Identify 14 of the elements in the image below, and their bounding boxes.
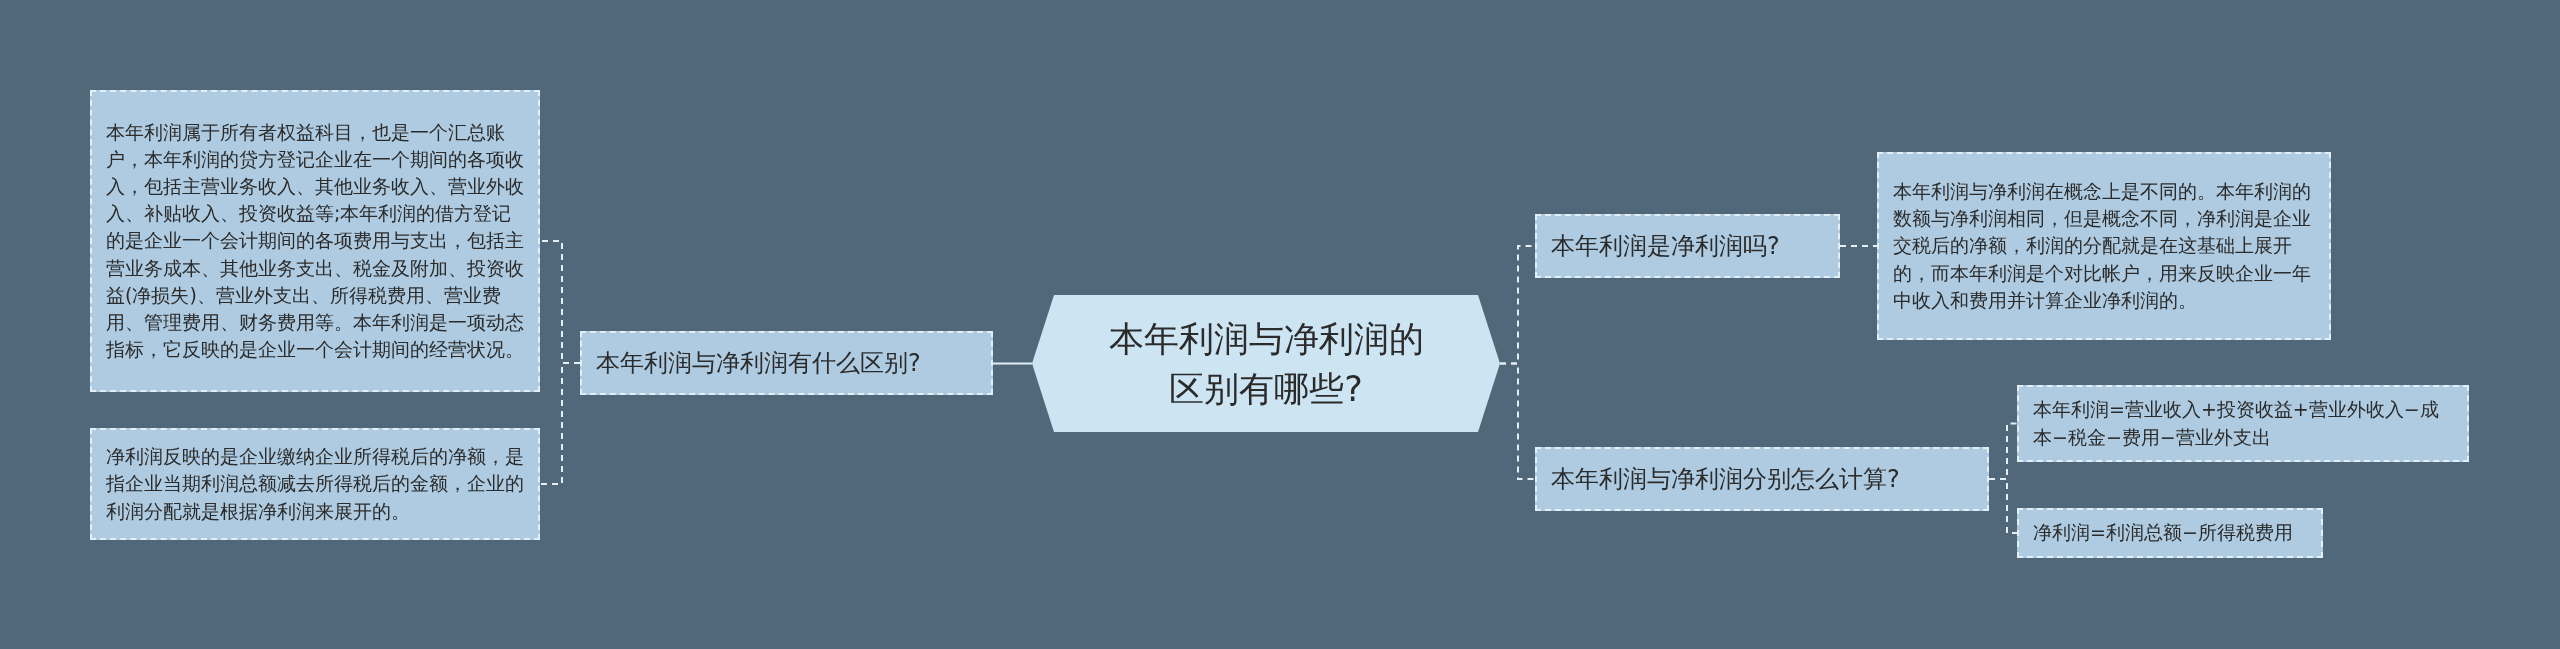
connector-line (992, 362, 1033, 365)
connector-line (1499, 362, 1536, 480)
topic-hexagon: 本年利润与净利润的区别有哪些? (1032, 295, 1500, 432)
topic-box: 本年利润=营业收入+投资收益+营业外收入−成本−税金−费用−营业外支出 (2017, 385, 2469, 462)
topic-box: 净利润反映的是企业缴纳企业所得税后的净额，是指企业当期利润总额减去所得税后的金额，企业的利润分配就是根据净利润来展开的。 (90, 428, 540, 540)
topic-box: 本年利润与净利润在概念上是不同的。本年利润的数额与净利润相同，但是概念不同，净利润是企业交税后的净额，利润的分配就是在这基础上展开的，而本年利润是个对比帐户，用来反映企业一年中收入和费用并计算企业净利润的。 (1877, 152, 2331, 340)
connector-line (1839, 245, 1878, 247)
topic-box: 本年利润与净利润分别怎么计算? (1535, 447, 1989, 511)
connector-line (539, 362, 581, 485)
topic-box: 净利润=利润总额−所得税费用 (2017, 508, 2323, 558)
topic-box: 本年利润属于所有者权益科目，也是一个汇总账户，本年利润的贷方登记企业在一个期间的各项收入，包括主营业务收入、其他业务收入、营业外收入、补贴收入、投资收益等;本年利润的借方登记的是企业一个会计期间的各项费用与支出，包括主营业务成本、其他业务支出、税金及附加、投资收益(净损失)、营业外支出、所得税费用、营业费用、管理费用、财务费用等。本年利润是一项动态指标，它反映的是企业一个会计期间的经营状况。 (90, 90, 540, 392)
topic-box: 本年利润是净利润吗? (1535, 214, 1840, 278)
connector-line (1988, 478, 2018, 534)
topic-box: 本年利润与净利润有什么区别? (580, 331, 993, 395)
